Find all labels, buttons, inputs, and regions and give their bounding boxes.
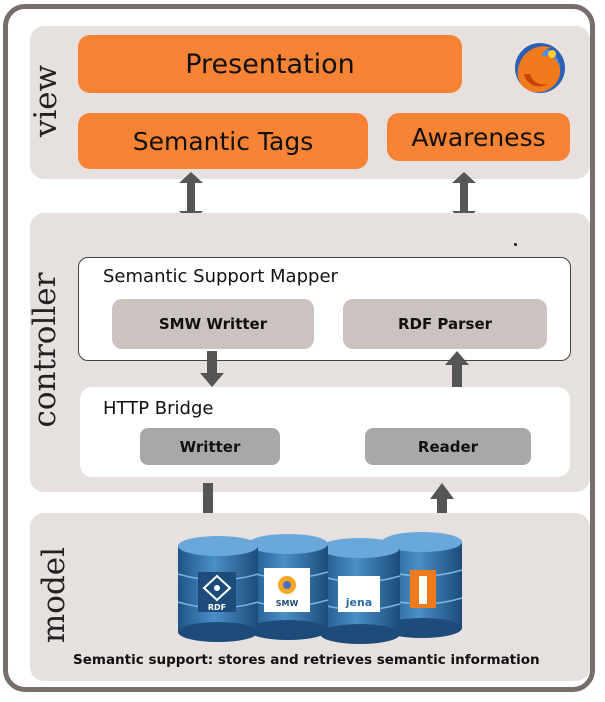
awareness-box: Awareness	[387, 113, 570, 161]
rdf-logo-text: RDF	[208, 603, 226, 612]
database-cluster: jena SMW RDF	[177, 532, 463, 644]
jena-logo-text: jena	[345, 596, 373, 609]
rdf-parser-box: RDF Parser	[343, 299, 547, 349]
semantic-tags-box: Semantic Tags	[78, 113, 368, 169]
mapper-title: Semantic Support Mapper	[103, 266, 338, 287]
presentation-box: Presentation	[78, 35, 462, 93]
smw-writter-box: SMW Writter	[112, 299, 314, 349]
double-arrow-right	[452, 172, 476, 222]
controller-layer-label: controller	[27, 272, 63, 428]
model-caption: Semantic support: stores and retrieves s…	[73, 652, 540, 668]
double-arrow-left	[179, 172, 203, 222]
arrow-up-model	[430, 483, 454, 531]
dot-marker	[514, 243, 517, 246]
http-bridge-title: HTTP Bridge	[103, 398, 214, 419]
firefox-icon	[515, 43, 565, 93]
rdf-database: RDF	[177, 536, 259, 642]
writter-box: Writter	[140, 428, 280, 465]
smw-database: SMW	[247, 534, 329, 640]
smw-logo-text: SMW	[276, 599, 299, 608]
view-layer-label: view	[28, 64, 64, 138]
arrow-down-mapper	[200, 351, 224, 387]
model-layer-label: model	[36, 546, 72, 644]
reader-box: Reader	[365, 428, 531, 465]
arrow-up-mapper	[445, 351, 469, 387]
jena-database: jena	[319, 538, 401, 644]
